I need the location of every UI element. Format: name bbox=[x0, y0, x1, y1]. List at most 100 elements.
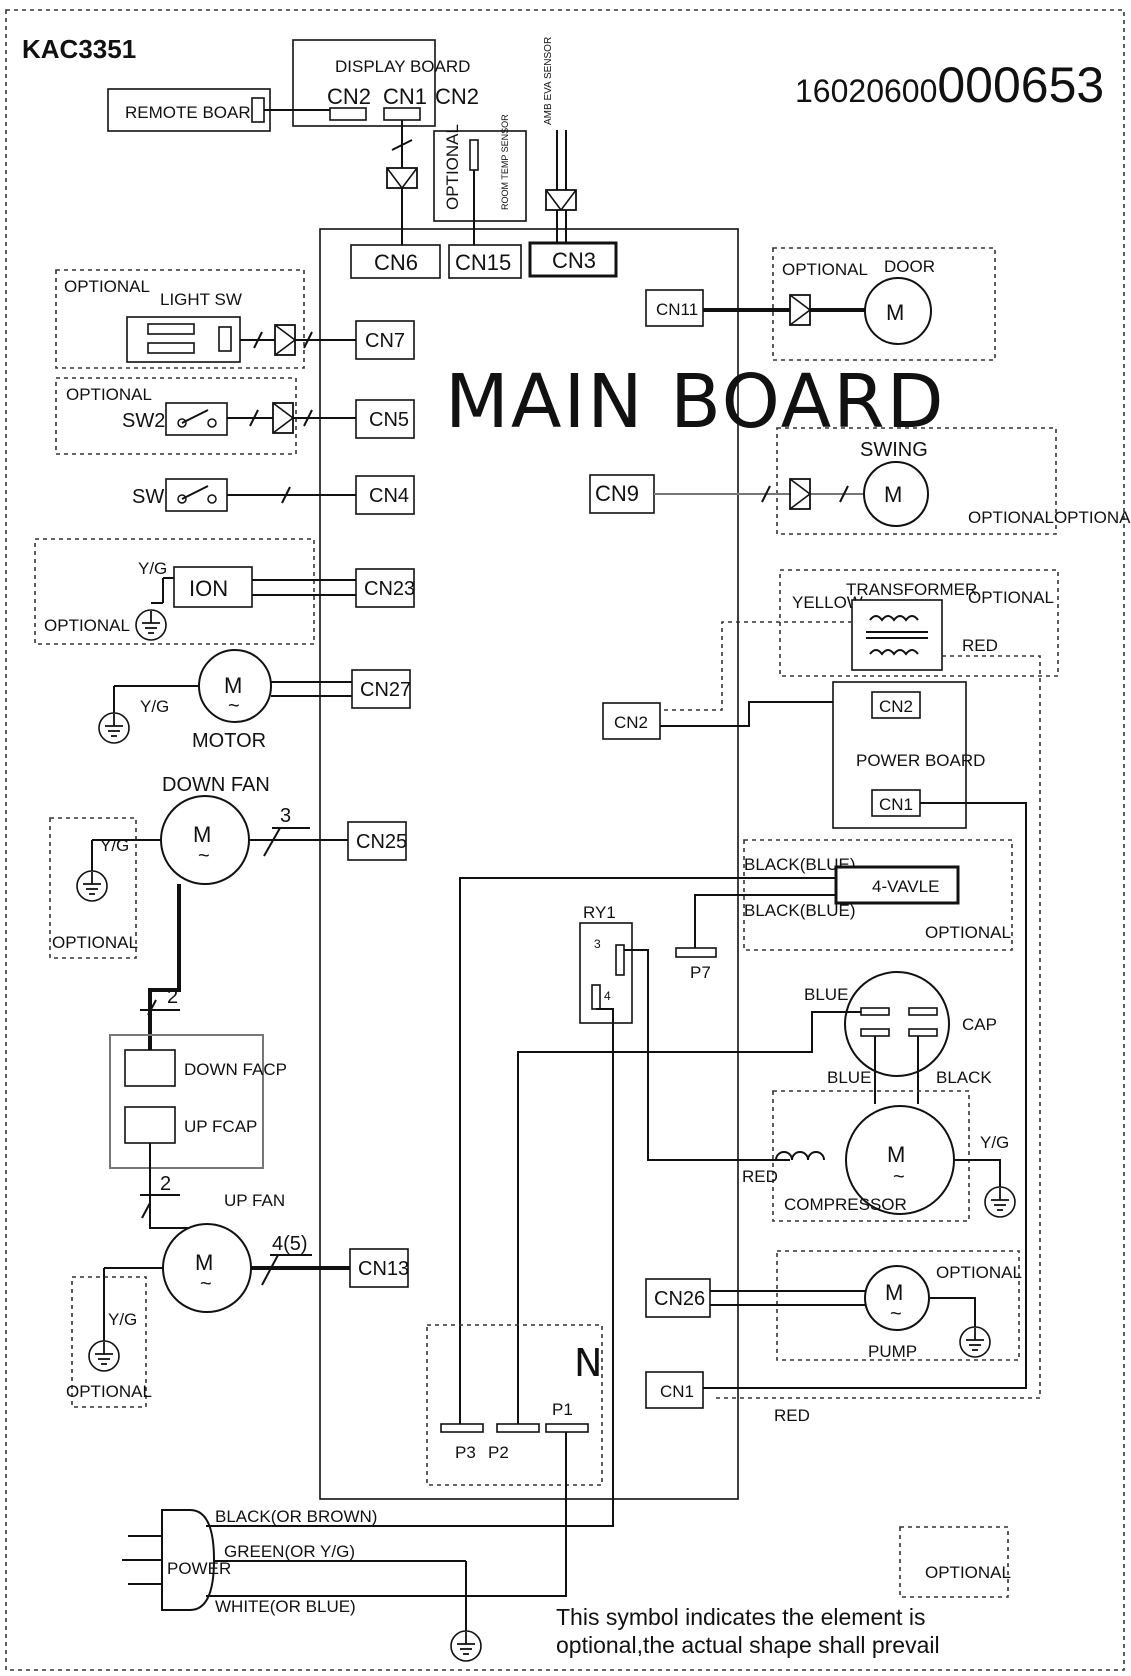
remote-board-label: REMOTE BOARD bbox=[125, 103, 263, 122]
n-label: N bbox=[574, 1341, 604, 1385]
sw1-contact-2 bbox=[207, 494, 217, 504]
serial-number: 16020600000653 bbox=[795, 57, 1104, 113]
up-fan-cap-wire bbox=[149, 1143, 198, 1229]
ry1-label: RY1 bbox=[583, 903, 616, 922]
cn26-box bbox=[645, 1278, 711, 1318]
up-ground-icon bbox=[88, 1340, 120, 1372]
cap-terminal-4 bbox=[908, 1028, 938, 1037]
ion-ground-icon bbox=[135, 609, 167, 641]
black-label: BLACK bbox=[936, 1068, 992, 1087]
up-fan-wire-slash bbox=[261, 1254, 279, 1286]
down-fan-wire3: 3 bbox=[280, 805, 291, 827]
power-ground-icon bbox=[450, 1630, 482, 1662]
optional-up-frame bbox=[71, 1276, 147, 1408]
comp-yg-label: Y/G bbox=[980, 1133, 1009, 1152]
cn25-box bbox=[347, 821, 407, 861]
outer-frame bbox=[5, 9, 1125, 1671]
optional-down-frame bbox=[49, 817, 137, 959]
down-facp-box bbox=[124, 1049, 176, 1087]
display-cn1: CN1 bbox=[383, 84, 427, 109]
pb-cn2-box bbox=[871, 691, 921, 719]
up-fcap-label: UP FCAP bbox=[184, 1117, 257, 1136]
swing-wire-slash-1 bbox=[761, 485, 771, 503]
comp-gnd-wire bbox=[954, 1159, 1001, 1188]
sw2-connector bbox=[272, 402, 294, 434]
model-label: KAC3351 bbox=[22, 34, 136, 64]
cap-icon bbox=[844, 971, 950, 1077]
optional-swing-label: OPTIONALOPTIONAL bbox=[968, 508, 1131, 527]
wire2a-label: 2 bbox=[167, 986, 178, 1008]
cn15-label: CN15 bbox=[455, 250, 511, 275]
optional-valve-label: OPTIONAL bbox=[925, 923, 1011, 942]
wire45-label: 4(5) bbox=[272, 1233, 308, 1255]
motor-label: MOTOR bbox=[192, 730, 266, 752]
sw2-wire-slash-2 bbox=[303, 409, 313, 427]
main-board-label: MAIN BOARD bbox=[445, 359, 946, 445]
door-connector bbox=[789, 294, 811, 326]
swing-label: SWING bbox=[860, 439, 928, 461]
swing-wire-slash-2 bbox=[839, 485, 849, 503]
cn4-box bbox=[355, 475, 415, 515]
cap-terminal-1 bbox=[860, 1007, 890, 1016]
down-fan-m: M bbox=[193, 822, 211, 847]
pb-cn2-label: CN2 bbox=[879, 697, 913, 716]
light-switch-socket bbox=[218, 326, 232, 352]
pb-cn1-label: CN1 bbox=[879, 795, 913, 814]
cn7-box bbox=[355, 320, 415, 360]
cn11-label: CN11 bbox=[656, 300, 698, 319]
cn3-box bbox=[528, 241, 618, 278]
room-sensor-text: ROOM TEMP SENSOR bbox=[500, 114, 510, 210]
optional-light-label: OPTIONAL bbox=[64, 277, 150, 296]
light-switch-slot-2 bbox=[147, 342, 195, 354]
display-cn2b: CN2 bbox=[435, 84, 479, 109]
down-ground-icon bbox=[76, 870, 108, 902]
p1-power-white-wire bbox=[344, 1432, 567, 1597]
down-fan-cap-wire bbox=[148, 884, 181, 1050]
cap-label: CAP bbox=[962, 1015, 997, 1034]
optional-ion-frame bbox=[34, 538, 315, 645]
ry1-power-black-wire bbox=[344, 1008, 614, 1527]
black-blue-1-label: BLACK(BLUE) bbox=[744, 855, 855, 874]
cn25-label: CN25 bbox=[356, 831, 407, 853]
up-fan-label: UP FAN bbox=[224, 1191, 285, 1210]
pump-m: M bbox=[885, 1280, 903, 1305]
light-wire-slash-2 bbox=[303, 331, 313, 349]
optional-valve-frame bbox=[743, 839, 1013, 951]
cap-terminal-2 bbox=[908, 1007, 938, 1016]
down-fan-ac: ~ bbox=[198, 845, 210, 867]
valve-p3-wire bbox=[459, 877, 836, 1424]
compressor-label: COMPRESSOR bbox=[784, 1195, 907, 1214]
down-fan-wire-slash bbox=[263, 827, 281, 857]
sw2-contact-2 bbox=[207, 418, 217, 428]
yellow-label: YELLOW bbox=[792, 593, 863, 612]
legend-note-line-2: optional,the actual shape shall prevail bbox=[556, 1632, 940, 1658]
pump-ac: ~ bbox=[890, 1303, 902, 1325]
transformer-coil-2 bbox=[869, 649, 919, 656]
compressor-frame bbox=[772, 1090, 970, 1222]
wire2b-label: 2 bbox=[160, 1173, 171, 1195]
optional-door-label: OPTIONAL bbox=[782, 260, 868, 279]
p7-label: P7 bbox=[690, 963, 711, 982]
p1-label: P1 bbox=[552, 1400, 573, 1419]
sw2-contact-1 bbox=[177, 418, 187, 428]
valve-p7-wire bbox=[694, 894, 836, 948]
blue-1-label: BLUE bbox=[804, 985, 848, 1004]
green-yg-label: GREEN(OR Y/G) bbox=[224, 1542, 355, 1561]
cn4-label: CN4 bbox=[369, 485, 409, 507]
red-comp-label: RED bbox=[742, 1167, 778, 1186]
blue-2-label: BLUE bbox=[827, 1068, 871, 1087]
optional-sw2-label: OPTIONAL bbox=[66, 385, 152, 404]
amb-sensor-connector bbox=[545, 189, 577, 211]
display-cn2a: CN2 bbox=[327, 84, 371, 109]
light-sw-label: LIGHT SW bbox=[160, 290, 242, 309]
ry1-contact-3 bbox=[615, 944, 625, 976]
optional-swing-frame bbox=[776, 427, 1057, 535]
cn6-box bbox=[350, 244, 441, 279]
power-label: POWER bbox=[167, 1559, 231, 1578]
cn2-label: CN2 bbox=[614, 713, 648, 732]
swing-m: M bbox=[884, 482, 902, 507]
legend-note-line-1: This symbol indicates the element is bbox=[556, 1604, 925, 1630]
comp-ground-icon bbox=[984, 1186, 1016, 1218]
sw2-lever bbox=[181, 409, 209, 424]
red-cn1-label: RED bbox=[774, 1406, 810, 1425]
